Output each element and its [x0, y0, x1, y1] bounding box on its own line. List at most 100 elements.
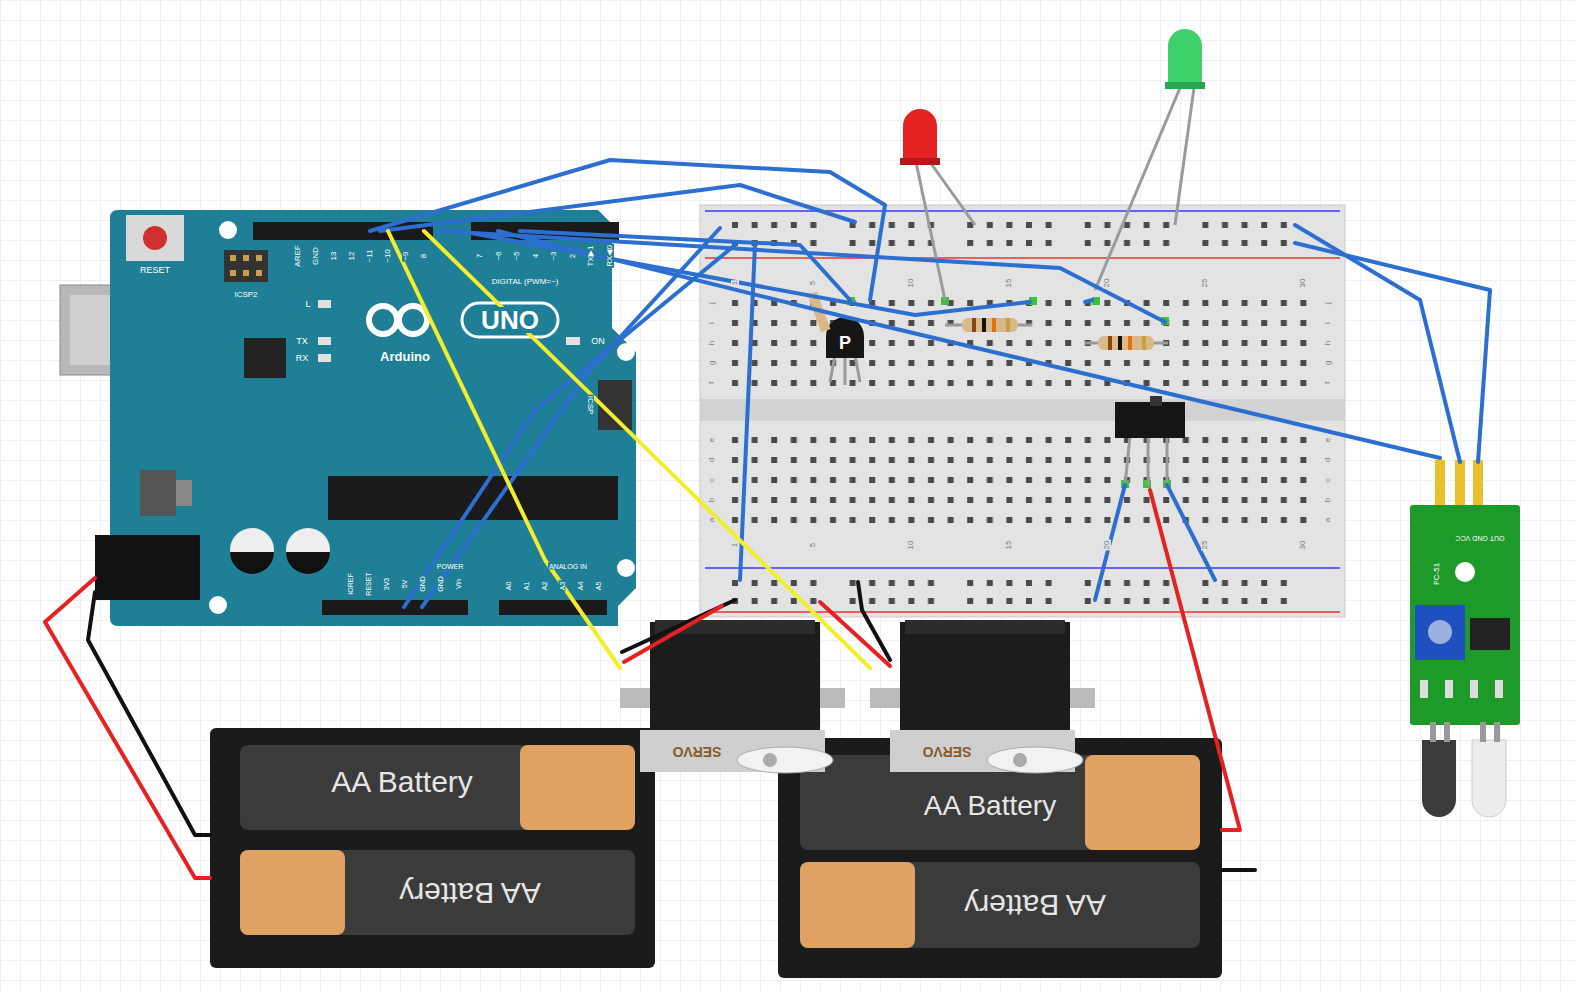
breadboard-label: g	[1324, 360, 1332, 366]
resistor	[1108, 336, 1112, 350]
breadboard-label: h	[1324, 340, 1332, 346]
part-label: ICSP	[586, 395, 594, 416]
battery-holder: AA BatteryAA Battery	[778, 738, 1222, 978]
jumper-wires	[380, 185, 855, 231]
arduino-board	[256, 270, 262, 276]
arduino-board	[318, 300, 331, 308]
arduino-board	[318, 354, 331, 362]
part-label: GND	[312, 246, 320, 266]
ir-sensor-module	[1415, 605, 1465, 660]
slide-switch	[1166, 436, 1169, 485]
wire	[424, 231, 870, 668]
part-label: GND	[419, 575, 426, 593]
breadboard-label: 1	[731, 542, 739, 548]
servo-motor	[650, 622, 820, 734]
resistor	[945, 318, 1168, 350]
breadboard	[725, 430, 1313, 530]
ir-sensor-module	[1470, 680, 1478, 698]
slide-switch	[1115, 402, 1185, 438]
breadboard-label: 15	[1005, 540, 1013, 551]
slide-switch	[1150, 396, 1162, 406]
servo-motor: SERVO	[620, 620, 845, 775]
arduino-board	[224, 250, 268, 282]
arduino-board	[176, 480, 192, 506]
arduino-board	[462, 303, 558, 337]
breadboard-label: 25	[1201, 278, 1209, 289]
arduino-board	[230, 270, 236, 276]
part-label: 12	[348, 251, 356, 262]
resistor	[1118, 336, 1122, 350]
breadboard-label: 1	[731, 280, 739, 286]
battery-holder	[240, 850, 345, 935]
part-label: DIGITAL (PWM=~)	[491, 278, 560, 286]
slide-switch	[1125, 436, 1130, 485]
part-label: ~10	[384, 248, 392, 264]
arduino-board	[256, 255, 262, 261]
servo-motor	[818, 688, 845, 708]
part-label: 13	[330, 251, 338, 262]
battery-holder	[240, 745, 635, 830]
resistor	[982, 318, 986, 332]
part-label: AA Battery	[923, 792, 1057, 820]
part-label: RESET	[139, 266, 171, 275]
part-label: L	[304, 300, 311, 309]
breadboard-label: 30	[1299, 278, 1307, 289]
breadboard-label: 20	[1103, 540, 1111, 551]
breadboard-label: e	[1324, 437, 1332, 443]
part-label: 4	[532, 253, 540, 259]
ir-sensor-module	[1444, 722, 1450, 742]
breadboard	[725, 216, 1313, 252]
transistor	[826, 317, 864, 358]
servo-motor	[1068, 688, 1095, 708]
breadboard-label: i	[708, 321, 716, 325]
jumper-wires	[858, 582, 890, 660]
servo-motor	[620, 620, 1095, 773]
arduino-uno-board: RESETICSP2AREFGND1312~11~10~987~6~54~32T…	[60, 205, 645, 630]
servo-motor	[900, 622, 1070, 734]
arduino-board	[328, 476, 618, 520]
breadboard-label: c	[1324, 477, 1332, 483]
arduino-board	[230, 552, 274, 574]
arduino-board	[253, 222, 433, 240]
breadboard-label: d	[708, 457, 716, 463]
part-label: SERVO	[922, 745, 973, 759]
transistor	[844, 355, 847, 385]
ir-sensor-module	[1455, 562, 1475, 582]
ir-sensor-module	[1455, 460, 1465, 510]
resistor	[1142, 336, 1146, 350]
part-label: ~9	[402, 250, 410, 261]
breadboard-label: f	[708, 381, 716, 385]
ir-sensor-module	[1428, 620, 1452, 644]
arduino-board	[95, 535, 200, 600]
breadboard	[705, 210, 1340, 212]
breadboard	[705, 611, 1340, 613]
jumper-wires	[404, 245, 735, 607]
arduino-board	[230, 255, 236, 261]
transistor	[855, 355, 860, 382]
breadboard-label: 20	[1103, 278, 1111, 289]
battery-holder	[1085, 755, 1200, 850]
part-label: ~11	[366, 249, 374, 264]
arduino-board	[219, 221, 237, 239]
part-label: RESET	[365, 571, 372, 596]
led	[1168, 29, 1202, 86]
breadboard-label: e	[708, 437, 716, 443]
arduino-board	[209, 596, 227, 614]
part-label: 7	[476, 253, 484, 259]
transistor	[830, 355, 835, 382]
arduino-board	[499, 600, 607, 615]
part-label: A1	[523, 581, 530, 592]
ir-sensor-module	[1494, 722, 1500, 742]
part-label: ICSP2	[233, 291, 258, 299]
breadboard	[700, 399, 1345, 421]
ir-sensor-module	[1430, 722, 1436, 742]
breadboard-label: 15	[1005, 278, 1013, 289]
battery-holder	[210, 728, 655, 968]
part-label: 3V3	[383, 577, 390, 591]
servo-motor	[870, 688, 902, 708]
battery-holder	[520, 745, 635, 830]
resistor	[972, 318, 976, 332]
servo-motor	[1013, 753, 1027, 767]
resistor	[1098, 336, 1154, 350]
